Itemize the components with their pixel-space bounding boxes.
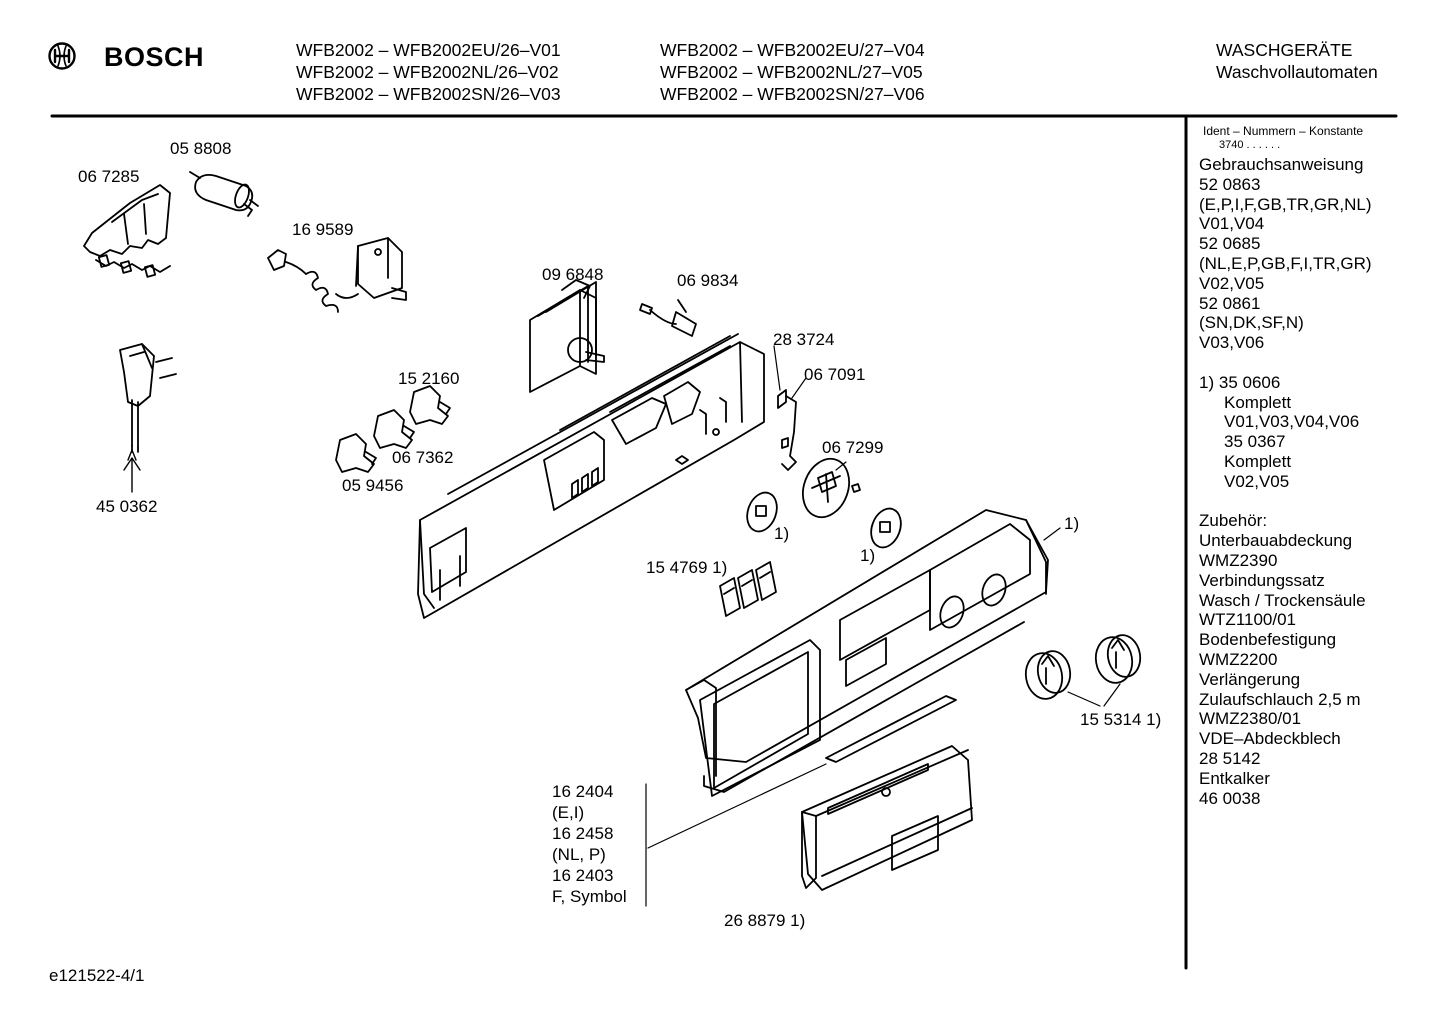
- part-detergent-drawer: [801, 745, 973, 891]
- part-programme-selector: [529, 279, 605, 393]
- ident-title: Ident – Nummern – Konstante: [1203, 124, 1364, 138]
- part-push-switches: [335, 385, 451, 473]
- manual-languages: (NL,E,P,GB,F,I,TR,GR): [1199, 253, 1372, 273]
- part-label: 06 7285: [78, 167, 140, 186]
- manual-number: 52 0863: [1199, 174, 1261, 194]
- accessory-line: Entkalker: [1199, 768, 1270, 788]
- part-label: 09 6848: [542, 265, 604, 284]
- part-label: 06 9834: [677, 271, 739, 290]
- accessory-line: Verbindungssatz: [1199, 570, 1325, 590]
- category-heading: WASCHGERÄTE Waschvollautomaten: [1216, 39, 1378, 83]
- accessory-line: WTZ1100/01: [1199, 610, 1297, 630]
- model-list-col1: WFB2002 – WFB2002EU/26–V01 WFB2002 – WFB…: [296, 39, 561, 105]
- manual-versions: V01,V04: [1199, 214, 1265, 234]
- part-temperature-switch: [267, 237, 407, 313]
- accessory-line: 46 0038: [1199, 788, 1261, 808]
- accessory-line: 28 5142: [1199, 748, 1261, 768]
- brand-name: BOSCH: [104, 42, 205, 72]
- part-connector-lead: [639, 299, 697, 337]
- ident-value: 3740 . . . . . .: [1219, 139, 1281, 151]
- footnote-text: 35 0606: [1218, 372, 1281, 392]
- part-label: 06 7299: [822, 438, 884, 457]
- footnote-text: V01,V03,V04,V06: [1224, 412, 1360, 432]
- label-variant-line: F, Symbol: [552, 887, 627, 906]
- accessory-line: Bodenbefestigung: [1199, 630, 1337, 650]
- part-knob-hubs: [746, 491, 902, 549]
- part-panel-frame: [417, 333, 765, 619]
- label-variant-line: 16 2403: [552, 866, 614, 885]
- accessory-line: WMZ2380/01: [1199, 709, 1302, 729]
- part-rotary-knobs: [1024, 634, 1142, 707]
- footnote-text: V02,V05: [1224, 471, 1290, 491]
- footnote-text: 35 0367: [1224, 432, 1286, 452]
- footnote-marker: 1): [774, 524, 790, 543]
- sidebar-info: Ident – Nummern – Konstante 3740 . . . .…: [1199, 124, 1439, 808]
- footnote-text: Komplett: [1224, 451, 1292, 471]
- manual-number: 52 0685: [1199, 234, 1261, 254]
- model-line: WFB2002 – WFB2002SN/27–V06: [660, 84, 925, 104]
- manual-title: Gebrauchsanweisung: [1199, 155, 1364, 174]
- bosch-logo-icon: [48, 42, 76, 70]
- part-label: 05 9456: [342, 476, 404, 495]
- part-label: 05 8808: [170, 139, 232, 158]
- part-label: 16 9589: [292, 220, 354, 239]
- footnote-marker: 1): [1199, 372, 1215, 392]
- part-capacitor: [189, 171, 259, 217]
- accessory-line: Verlängerung: [1199, 669, 1301, 689]
- model-line: WFB2002 – WFB2002EU/26–V01: [296, 40, 561, 60]
- part-label: 06 7362: [392, 448, 454, 467]
- part-label: 45 0362: [96, 497, 158, 516]
- part-label: 06 7091: [804, 365, 866, 384]
- footnote-marker: 1): [1064, 514, 1080, 533]
- manual-number: 52 0861: [1199, 293, 1261, 313]
- footnote-marker: 1): [860, 546, 876, 565]
- category-subtitle: Waschvollautomaten: [1216, 62, 1378, 82]
- label-variant-line: 16 2404: [552, 782, 614, 801]
- part-label: 26 8879 1): [724, 911, 806, 930]
- accessory-line: Wasch / Trockensäule: [1199, 590, 1366, 610]
- model-line: WFB2002 – WFB2002NL/26–V02: [296, 62, 559, 82]
- accessories-title: Zubehör:: [1199, 511, 1268, 531]
- accessory-line: WMZ2200: [1199, 649, 1278, 669]
- part-label: 15 4769 1): [646, 558, 728, 577]
- accessory-line: Unterbauabdeckung: [1199, 531, 1353, 551]
- label-variant-line: 16 2458: [552, 824, 614, 843]
- model-list-col2: WFB2002 – WFB2002EU/27–V04 WFB2002 – WFB…: [660, 39, 925, 105]
- accessory-line: WMZ2390: [1199, 550, 1278, 570]
- part-push-buttons: [719, 561, 777, 617]
- part-symbol-strip: [645, 695, 957, 907]
- manual-languages: (E,P,I,F,GB,TR,GR,NL): [1199, 194, 1372, 214]
- label-variants-group: 16 2404 (E,I) 16 2458 (NL, P) 16 2403 F,…: [552, 781, 627, 907]
- accessory-line: Zulaufschlauch 2,5 m: [1199, 689, 1361, 709]
- part-label: 28 3724: [773, 330, 835, 349]
- part-power-cord: [119, 343, 177, 493]
- accessory-line: VDE–Abdeckblech: [1199, 729, 1341, 749]
- category-title: WASCHGERÄTE: [1216, 40, 1353, 60]
- part-front-fascia: [685, 509, 1049, 797]
- manual-versions: V03,V06: [1199, 333, 1265, 353]
- part-clip-bracket: [773, 345, 807, 471]
- manual-versions: V02,V05: [1199, 273, 1265, 293]
- part-label: 15 2160: [398, 369, 460, 388]
- label-variant-line: (NL, P): [552, 845, 606, 864]
- drawing-id: e121522-4/1: [49, 966, 145, 985]
- footnote-line: 1) 35 0606: [1199, 373, 1439, 393]
- model-line: WFB2002 – WFB2002NL/27–V05: [660, 62, 923, 82]
- part-label: 15 5314 1): [1080, 710, 1162, 729]
- footnote-text: Komplett: [1224, 392, 1292, 412]
- part-knob-carrier: [802, 457, 861, 519]
- label-variant-line: (E,I): [552, 803, 585, 822]
- manual-languages: (SN,DK,SF,N): [1199, 313, 1304, 333]
- model-line: WFB2002 – WFB2002SN/26–V03: [296, 84, 561, 104]
- part-cable-bracket: [83, 184, 171, 278]
- model-line: WFB2002 – WFB2002EU/27–V04: [660, 40, 925, 60]
